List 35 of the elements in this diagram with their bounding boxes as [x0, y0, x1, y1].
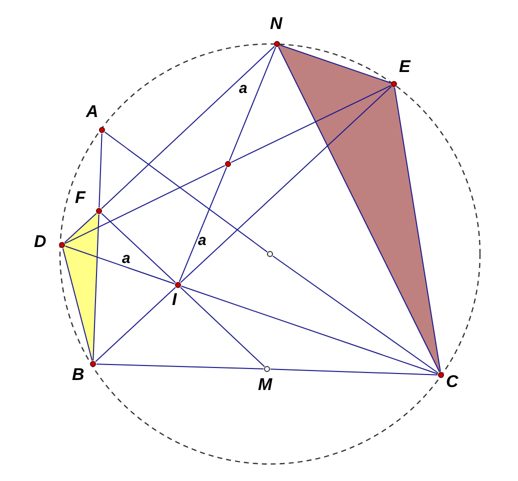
line-segment — [95, 286, 176, 362]
line-segment — [64, 212, 97, 244]
point — [267, 251, 273, 257]
line-segment — [92, 214, 100, 361]
point-label: F — [75, 189, 86, 206]
line-segment — [180, 286, 265, 368]
point-label: I — [172, 291, 177, 308]
point-label: E — [399, 58, 410, 75]
line-segment — [394, 86, 441, 372]
line-segment — [280, 44, 392, 84]
line-segment — [64, 246, 176, 284]
point-label: D — [34, 233, 46, 250]
line-segment — [272, 256, 439, 374]
point-label: N — [270, 15, 282, 32]
length-label: a — [198, 232, 206, 249]
line-segment — [62, 248, 93, 362]
line-segment — [101, 212, 176, 284]
line-segment — [64, 165, 226, 244]
line-segment — [230, 85, 392, 163]
point — [225, 161, 231, 167]
line-segment — [270, 368, 438, 376]
line-segment — [104, 132, 268, 252]
line-segment — [178, 166, 228, 282]
line-segment — [180, 286, 438, 374]
line-segment — [98, 133, 102, 208]
line-segment — [228, 46, 276, 162]
length-label: a — [239, 80, 248, 97]
point-label: M — [258, 376, 272, 393]
point-label: C — [446, 373, 458, 390]
line-segment — [180, 86, 392, 284]
length-label: a — [122, 250, 130, 267]
point-label: B — [72, 366, 84, 383]
line-segment — [101, 46, 275, 210]
point-label: A — [86, 103, 98, 120]
line-segment — [96, 364, 264, 370]
